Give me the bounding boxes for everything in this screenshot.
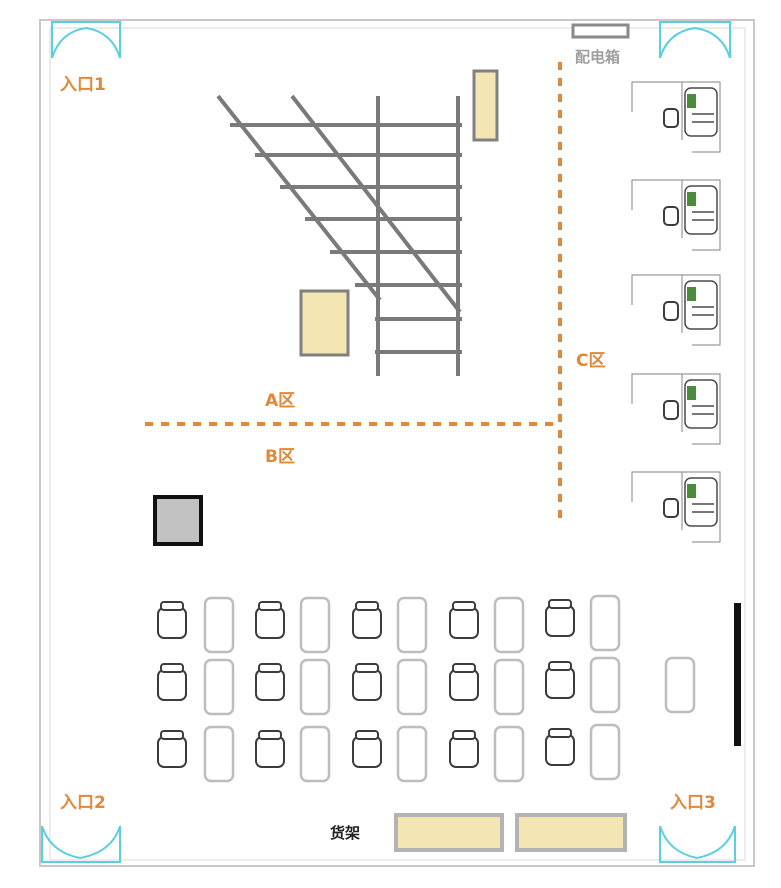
workstation xyxy=(545,656,621,714)
workstation xyxy=(545,723,621,781)
cubicle xyxy=(631,179,721,251)
cubicle xyxy=(631,81,721,153)
shelf-left xyxy=(394,813,504,852)
workstation xyxy=(157,725,235,783)
cubicle xyxy=(631,274,721,346)
column-b-zone xyxy=(153,495,203,546)
cabinet-middle xyxy=(299,289,350,357)
door-entrance-1 xyxy=(51,21,121,59)
building-walls xyxy=(39,19,755,867)
label-power-box: 配电箱 xyxy=(575,48,620,66)
workstation xyxy=(352,658,428,716)
workstation xyxy=(255,596,331,654)
label-entrance-1: 入口1 xyxy=(60,75,106,95)
desk-single xyxy=(664,656,696,714)
label-entrance-3: 入口3 xyxy=(670,793,716,813)
wall-segment-right xyxy=(734,603,741,746)
door-entrance-3 xyxy=(659,825,736,863)
label-zone-a: A区 xyxy=(265,391,295,411)
workstation xyxy=(255,658,331,716)
label-shelf: 货架 xyxy=(330,824,360,842)
workstation xyxy=(157,658,235,716)
workstation xyxy=(449,725,525,783)
shelf-right xyxy=(515,813,627,852)
cabinet-top xyxy=(472,69,499,142)
label-zone-b: B区 xyxy=(265,447,295,467)
workstation xyxy=(545,594,621,652)
staircase xyxy=(216,94,462,376)
workstation xyxy=(352,725,428,783)
label-zone-c: C区 xyxy=(576,351,605,371)
workstation xyxy=(352,596,428,654)
cubicle xyxy=(631,471,721,543)
workstation xyxy=(255,725,331,783)
power-box xyxy=(571,23,630,39)
workstation-grid xyxy=(157,594,696,783)
workstation xyxy=(157,596,235,654)
door-top-right xyxy=(659,21,731,59)
workstation xyxy=(449,596,525,654)
c-zone-cubicles xyxy=(631,81,721,543)
workstation xyxy=(449,658,525,716)
label-entrance-2: 入口2 xyxy=(60,793,106,813)
door-entrance-2 xyxy=(41,825,121,863)
cubicle xyxy=(631,373,721,445)
